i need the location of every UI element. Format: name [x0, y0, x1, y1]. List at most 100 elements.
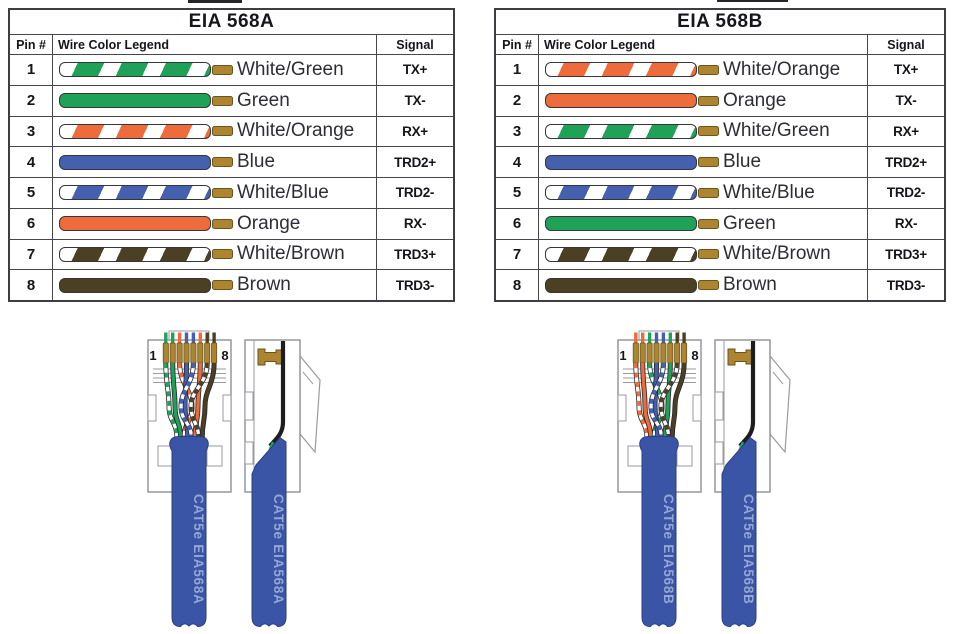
- wire-color-label: Green: [723, 212, 776, 234]
- wire-color-bar: [59, 93, 211, 109]
- signal-cell: TRD3-: [377, 269, 453, 300]
- signal-cell: TRD2-: [868, 177, 944, 208]
- wire-color-label: White/Orange: [723, 58, 841, 80]
- wire-crimp-tip: [698, 95, 719, 106]
- signal-cell: TX+: [377, 54, 453, 85]
- wire-color-label: White/Brown: [237, 243, 345, 265]
- cable-print-label: CAT5e EIA568B: [661, 494, 676, 605]
- latch-detail: [302, 371, 314, 385]
- body-notch: [206, 445, 223, 467]
- wire-crimp-tip: [212, 95, 233, 106]
- signal-cell: RX-: [868, 207, 944, 239]
- pin-number-cell: 8: [10, 269, 53, 300]
- wire: [171, 362, 183, 439]
- wire: [164, 362, 179, 439]
- cropped-text-artifact-right: [717, 0, 788, 2]
- signal-column-header: Signal: [868, 34, 944, 54]
- pin-number-cell: 4: [10, 146, 53, 177]
- wire-color-label: Orange: [723, 89, 787, 111]
- wire-legend-cell: White/Green: [53, 54, 377, 85]
- wire: [641, 362, 653, 439]
- signal-cell: RX+: [377, 115, 453, 147]
- wire-color-bar: [59, 154, 211, 170]
- wire-legend-cell: White/Blue: [539, 177, 868, 208]
- pin-wire-stub: [205, 332, 209, 343]
- signal-cell: RX-: [377, 207, 453, 239]
- pin-wire-stub: [171, 332, 175, 343]
- signal-cell: TRD3+: [868, 238, 944, 270]
- pin-wire-stub: [191, 332, 196, 343]
- signal-cell: TX-: [868, 84, 944, 116]
- rj45-pin-contact: [197, 342, 204, 364]
- pin-wire-stub: [212, 332, 216, 343]
- rj45-pin-contact: [653, 342, 660, 364]
- wire-color-label: Orange: [237, 212, 301, 234]
- rj45-pin-contact: [660, 342, 667, 364]
- wire-color-label: Brown: [723, 274, 777, 296]
- pin-1-label: 1: [149, 348, 156, 363]
- wire-crimp-tip: [698, 126, 719, 137]
- pin-wire-stub: [661, 332, 666, 343]
- rj45-pin-contact: [183, 342, 190, 364]
- wire-legend-cell: Green: [53, 84, 377, 116]
- wire-crimp-tip: [212, 280, 233, 291]
- pin-number-cell: 3: [496, 115, 539, 147]
- pin-number-cell: 1: [496, 54, 539, 85]
- body-notch: [714, 441, 724, 465]
- wire-color-bar: [545, 93, 697, 109]
- wire-legend-cell: Blue: [539, 146, 868, 177]
- pin-1-label: 1: [619, 348, 626, 363]
- wire-color-bar: [545, 123, 697, 139]
- wire-legend-cell: Blue: [53, 146, 377, 177]
- wire-color-label: White/Orange: [237, 120, 355, 142]
- wire-color-bar: [59, 185, 211, 201]
- pin-number-cell: 6: [496, 207, 539, 239]
- wire-legend-cell: Orange: [53, 207, 377, 239]
- wire-crimp-tip: [698, 280, 719, 291]
- signal-column-header: Signal: [377, 34, 453, 54]
- cable-print-label: CAT5e EIA568A: [191, 494, 206, 605]
- pin-column-header: Pin #: [10, 34, 53, 54]
- cable-jacket-side: [251, 436, 287, 628]
- wire-color-label: White/Green: [723, 120, 830, 142]
- wire-crimp-tip: [212, 249, 233, 260]
- wire-crimp-tip: [698, 249, 719, 260]
- legend-column-header: Wire Color Legend: [539, 34, 868, 54]
- wire-stripe: [189, 362, 209, 439]
- rj45-pin-contact: [681, 342, 688, 364]
- cable-print-label: CAT5e EIA568A: [271, 494, 286, 605]
- wire-legend-cell: Brown: [53, 269, 377, 300]
- wire-color-bar: [59, 246, 211, 262]
- rj45-pin-contact: [176, 342, 183, 364]
- pin-wire-stub: [634, 332, 638, 343]
- wire-color-bar: [545, 216, 697, 232]
- wire-color-bar: [59, 277, 211, 293]
- pin-wire-stub: [668, 332, 672, 343]
- wire-color-bar: [59, 62, 211, 78]
- pin-8-label: 8: [691, 348, 698, 363]
- wire: [670, 362, 686, 439]
- cable-jacket-front: [169, 436, 209, 628]
- wire-legend-cell: White/Brown: [53, 238, 377, 270]
- wire-color-label: Brown: [237, 274, 291, 296]
- wire-legend-cell: Green: [539, 207, 868, 239]
- pin-number-cell: 2: [10, 84, 53, 116]
- rj45-pin-contact: [204, 342, 211, 364]
- table-title: EIA 568B: [677, 11, 763, 32]
- wire-crimp-tip: [698, 157, 719, 168]
- wire-stripe: [659, 362, 679, 439]
- wire: [200, 362, 216, 439]
- body-notch: [714, 391, 724, 421]
- wire-legend-cell: Brown: [539, 269, 868, 300]
- wire-legend-cell: White/Blue: [53, 177, 377, 208]
- cable-jacket-front: [639, 436, 679, 628]
- signal-cell: TRD2+: [377, 146, 453, 177]
- signal-cell: TRD3+: [377, 238, 453, 270]
- wire-legend-cell: Orange: [539, 84, 868, 116]
- rj45-pin-contact: [667, 342, 674, 364]
- pin-number-cell: 6: [10, 207, 53, 239]
- wire-stripe: [179, 362, 196, 439]
- pin-wire-stub: [675, 332, 679, 343]
